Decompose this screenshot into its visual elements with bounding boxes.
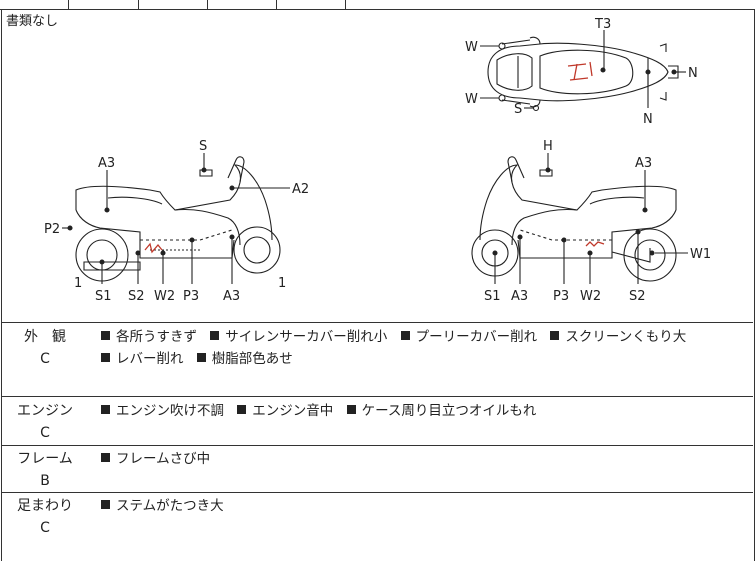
row-label-text: 足まわり	[17, 498, 73, 514]
label-s2-left: S2	[128, 289, 145, 304]
row-divider	[1, 322, 753, 323]
row-items-engine: エンジン吹け不調 エンジン音中 ケース周り目立つオイルもれ	[100, 400, 750, 422]
document-note: 書類なし	[6, 14, 59, 29]
label-n-lower: N	[643, 112, 653, 127]
row-label-engine: エンジン C	[0, 400, 90, 444]
row-divider	[1, 492, 753, 493]
list-item: ケース周り目立つオイルもれ	[346, 403, 536, 419]
list-item: エンジン吹け不調	[100, 403, 224, 419]
label-1-right: 1	[278, 276, 286, 291]
label-p3-left: P3	[183, 289, 199, 304]
row-divider	[1, 445, 753, 446]
top-table-strip	[0, 0, 755, 10]
label-a3-left-upper: A3	[98, 156, 115, 171]
scooter-right-view	[471, 153, 688, 284]
row-label-text: フレーム	[17, 451, 73, 467]
list-item: プーリーカバー削れ	[400, 329, 537, 345]
label-p3-right: P3	[553, 289, 569, 304]
list-item: サイレンサーカバー削れ小	[209, 329, 387, 345]
label-s1-left: S1	[95, 289, 112, 304]
label-t3: T3	[594, 17, 611, 32]
row-label-text: 外 観	[24, 329, 66, 345]
label-s1-right: S1	[484, 289, 501, 304]
damage-mark	[585, 241, 605, 247]
row-label-text: エンジン	[17, 403, 73, 419]
list-item: 各所うすきず	[100, 329, 197, 345]
list-item: ステムがたつき大	[100, 498, 224, 514]
list-item: レバー削れ	[100, 351, 184, 367]
label-s-top: S	[514, 102, 522, 117]
row-label-exterior: 外 観 C	[0, 326, 90, 370]
label-w-upper: W	[465, 40, 478, 55]
label-a3-left-lower: A3	[223, 289, 240, 304]
damage-marks	[144, 61, 605, 254]
grade-frame: B	[40, 473, 50, 489]
label-a3-right-upper: A3	[635, 156, 652, 171]
label-a2: A2	[292, 182, 309, 197]
grade-engine: C	[40, 425, 50, 441]
label-1-left: 1	[74, 276, 82, 291]
motorcycle-damage-diagram: T3 W W S N N S A3 A2 P2 1 1 S1 S2 W2 P3 …	[44, 17, 711, 304]
label-p2: P2	[44, 222, 60, 237]
label-s-left: S	[199, 139, 207, 154]
grade-suspension: C	[40, 520, 50, 536]
row-items-suspension: ステムがたつき大	[100, 495, 750, 517]
scooter-top-view	[480, 30, 686, 112]
list-item: フレームさび中	[100, 451, 210, 467]
label-w2-left: W2	[154, 289, 175, 304]
strip-divider	[68, 0, 69, 9]
grade-exterior: C	[40, 351, 50, 367]
scooter-left-view	[62, 153, 290, 284]
strip-divider	[276, 0, 277, 9]
label-a3-right-lower: A3	[511, 289, 528, 304]
row-items-frame: フレームさび中	[100, 448, 750, 470]
damage-mark	[144, 242, 163, 254]
row-items-exterior: 各所うすきず サイレンサーカバー削れ小 プーリーカバー削れ スクリーンくもり大 …	[100, 326, 750, 370]
strip-divider	[207, 0, 208, 9]
strip-divider	[345, 0, 346, 9]
label-w1: W1	[690, 247, 711, 262]
label-n-right: N	[688, 66, 698, 81]
label-w2-right: W2	[580, 289, 601, 304]
list-item: エンジン音中	[236, 403, 333, 419]
list-item: 樹脂部色あせ	[196, 351, 293, 367]
label-s2-right: S2	[629, 289, 646, 304]
strip-divider	[138, 0, 139, 9]
damage-mark	[567, 61, 593, 81]
row-divider	[1, 396, 753, 397]
row-label-frame: フレーム B	[0, 448, 90, 492]
list-item: スクリーンくもり大	[549, 329, 686, 345]
row-label-suspension: 足まわり C	[0, 495, 90, 539]
label-w-lower: W	[465, 92, 478, 107]
label-h: H	[543, 139, 553, 154]
